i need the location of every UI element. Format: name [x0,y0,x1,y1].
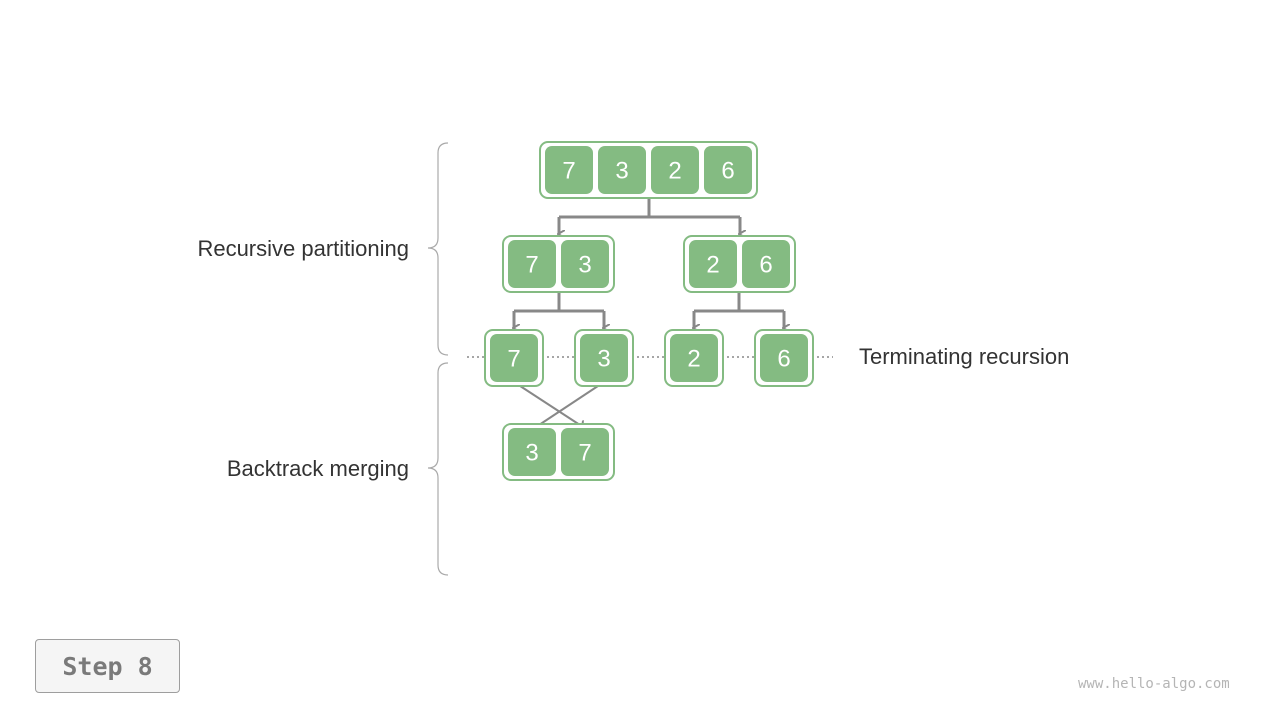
array-cell [670,334,718,382]
cell-value: 7 [578,440,591,467]
step-indicator: Step 8 [35,639,180,693]
cell-value: 6 [777,346,790,373]
connectors [514,198,784,328]
array-cell [508,240,556,288]
array-cell [561,428,609,476]
cell-value: 7 [562,158,575,185]
array-cell [742,240,790,288]
merge-arrow-3 [536,381,605,427]
leaf-6: 6 [754,329,814,387]
split-connector-right [694,291,784,313]
cell-value: 2 [687,346,700,373]
cell-value: 3 [615,158,628,185]
cell-value: 3 [525,440,538,467]
array-cell [598,146,646,194]
array-cell [651,146,699,194]
array-cell [508,428,556,476]
cell-value: 2 [706,252,719,279]
array-frame [539,141,758,199]
cell-value: 7 [507,346,520,373]
array-cell [704,146,752,194]
array-cell [580,334,628,382]
brace-partitioning [427,142,449,356]
cell-value: 3 [578,252,591,279]
array-cell [490,334,538,382]
array-cell [760,334,808,382]
array-cell [545,146,593,194]
label-terminating-recursion: Terminating recursion [859,344,1069,369]
cell-value: 6 [759,252,772,279]
merge-arrow-7 [513,381,583,427]
brace-merging [427,362,449,576]
watermark: www.hello-algo.com [1078,676,1230,692]
leaf-2: 2 [664,329,724,387]
cell-value: 2 [668,158,681,185]
label-recursive-partitioning: Recursive partitioning [197,236,409,261]
cell-value: 7 [525,252,538,279]
array-cell [561,240,609,288]
cell-value: 6 [721,158,734,185]
leaf-3: 3 [574,329,634,387]
cell-value: 3 [597,346,610,373]
label-backtrack-merging: Backtrack merging [227,456,409,481]
split-connector-root [559,198,740,219]
leaf-7: 7 [484,329,544,387]
root-array: 7 3 2 6 [539,141,758,199]
array-cell [689,240,737,288]
split-connector-left [514,291,604,313]
